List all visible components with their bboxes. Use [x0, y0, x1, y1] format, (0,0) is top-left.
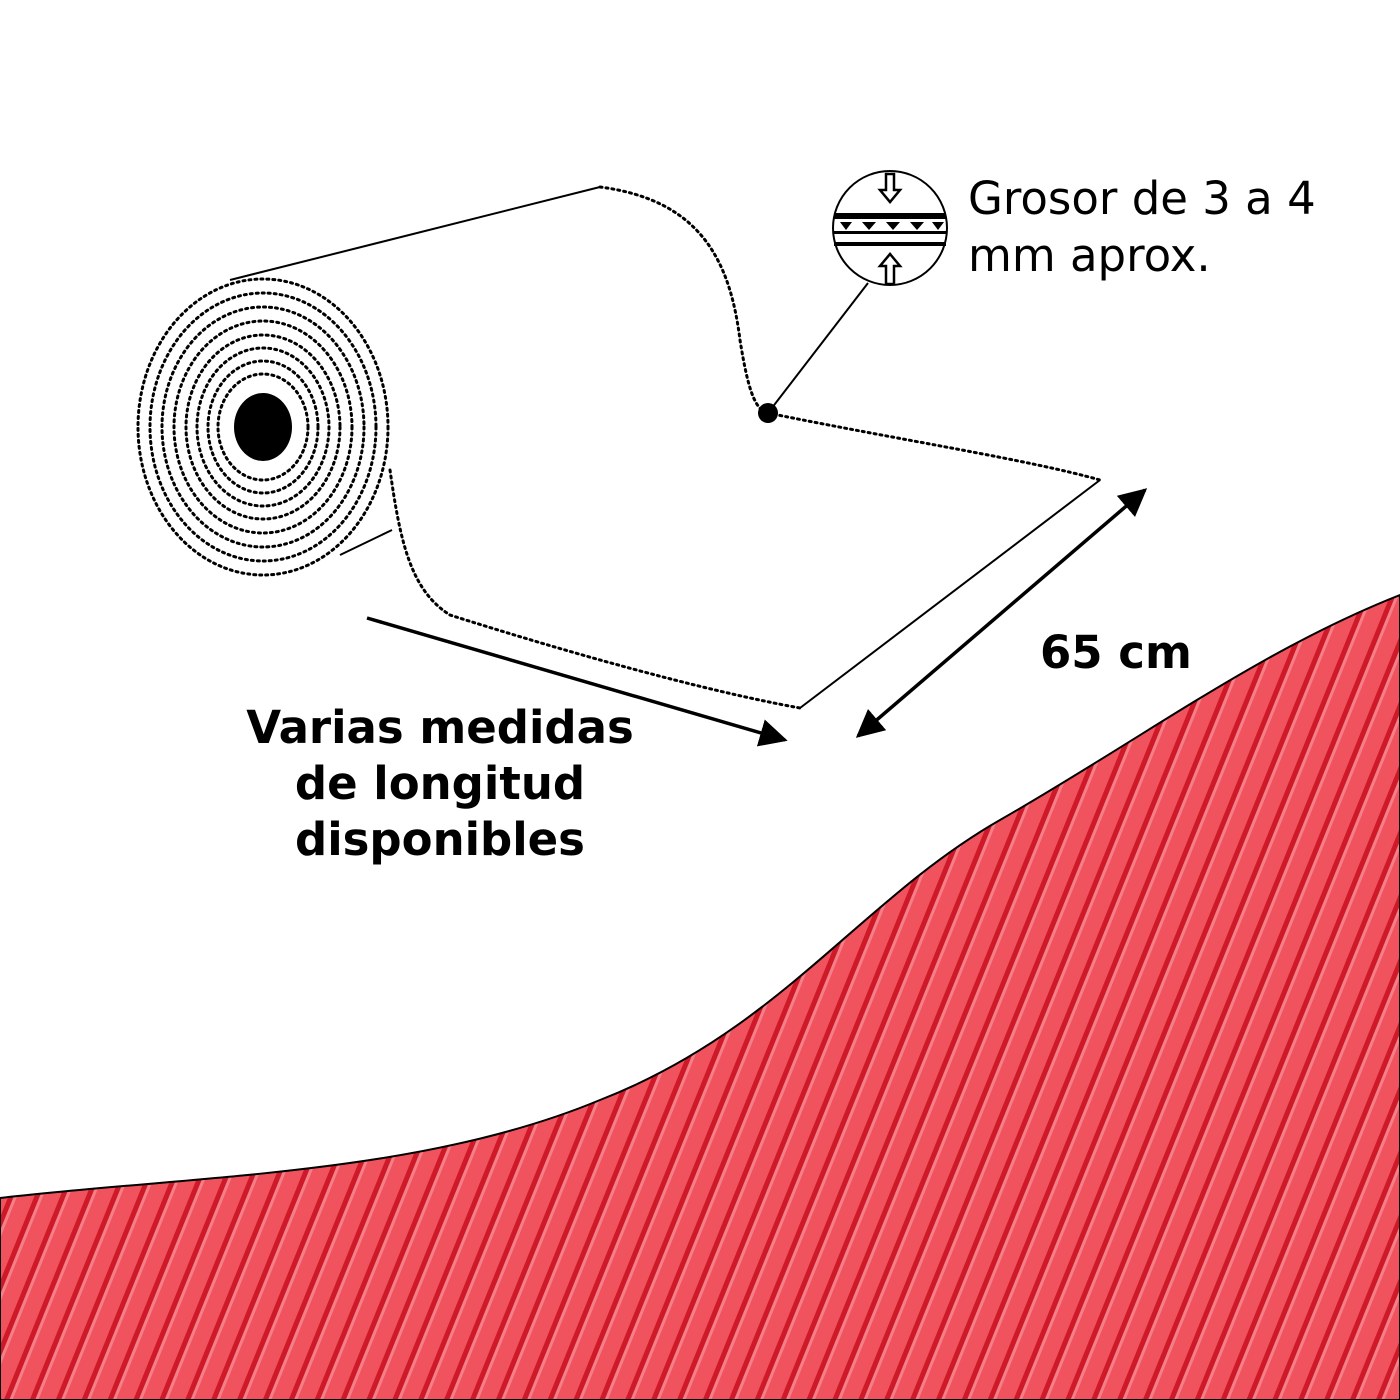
thickness-callout-icon	[758, 170, 948, 423]
length-label: Varias medidas de longitud disponibles	[240, 700, 640, 868]
length-line-3: disponibles	[295, 813, 585, 866]
length-line-2: de longitud	[294, 757, 586, 810]
length-arrow-icon	[366, 616, 788, 747]
width-arrow-icon	[855, 488, 1148, 738]
mat-roll-icon	[136, 185, 1102, 710]
thickness-line-2: mm aprox.	[968, 229, 1211, 282]
thickness-line-1: Grosor de 3 a 4	[968, 172, 1316, 225]
width-label: 65 cm	[1040, 626, 1192, 679]
red-mat-texture	[0, 593, 1400, 1400]
thickness-label: Grosor de 3 a 4 mm aprox.	[968, 170, 1316, 284]
length-line-1: Varias medidas	[246, 701, 634, 754]
